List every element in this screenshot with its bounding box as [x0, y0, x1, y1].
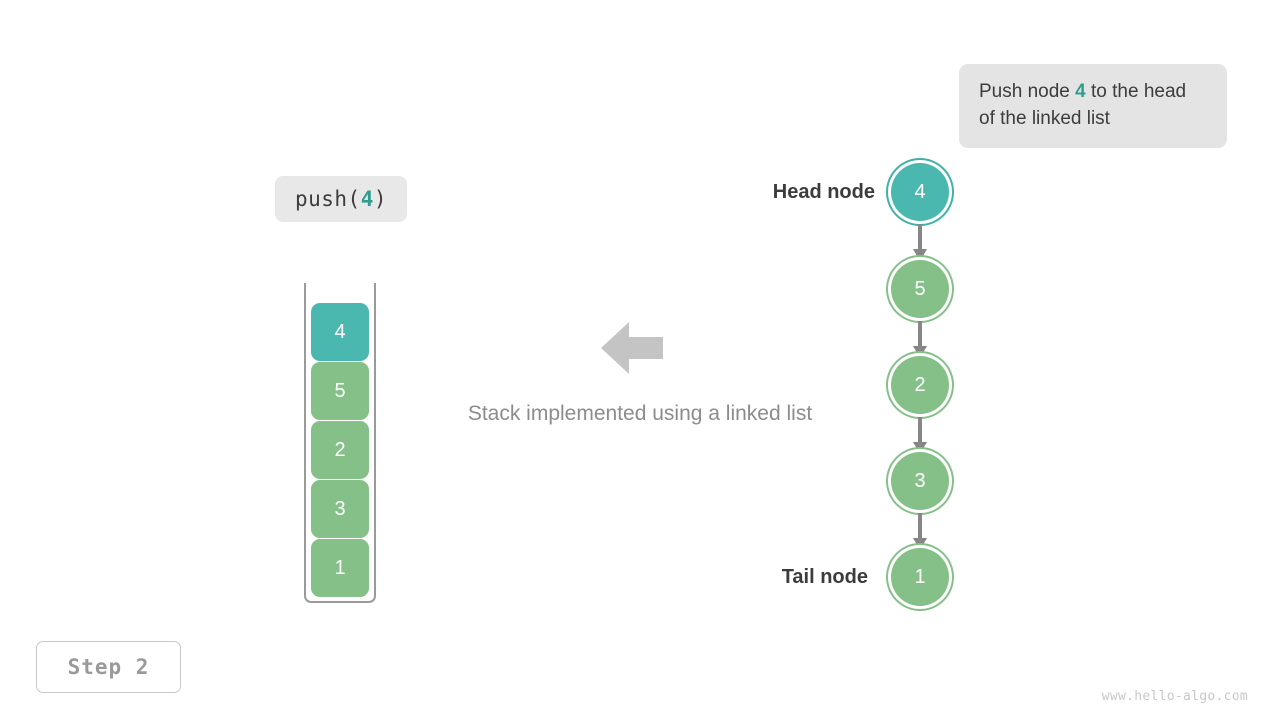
- edge-stem: [918, 224, 922, 251]
- tail-node-label: Tail node: [781, 566, 868, 588]
- edge-arrowhead: [913, 346, 927, 358]
- node-value: 2: [914, 373, 926, 396]
- stack-caption: Stack implemented using a linked list: [467, 402, 813, 425]
- callout-accent-value: 4: [1075, 81, 1086, 102]
- operation-argument: 4: [360, 187, 374, 211]
- watermark: www.hello-algo.com: [1101, 689, 1248, 704]
- step-badge: Step 2: [36, 641, 181, 693]
- node-value: 5: [914, 277, 926, 300]
- linked-list-node: 5: [891, 260, 949, 318]
- stack-cell-value: 3: [334, 497, 346, 520]
- stack-cell: 1: [311, 539, 369, 597]
- node-value: 1: [914, 565, 926, 588]
- stack-cell-value: 4: [334, 320, 346, 343]
- callout-box: Push node 4 to the head of the linked li…: [959, 64, 1227, 148]
- stack-cell: 3: [311, 480, 369, 538]
- head-node-label: Head node: [772, 181, 875, 203]
- edge-stem: [918, 321, 922, 348]
- edge-arrowhead: [913, 249, 927, 261]
- operation-suffix: ): [373, 187, 388, 211]
- edge-stem: [918, 513, 922, 540]
- linked-list-edge-arrow: [913, 417, 927, 455]
- node-value: 4: [914, 180, 926, 203]
- linked-list-node: 1: [891, 548, 949, 606]
- linked-list-edge-arrow: [913, 513, 927, 551]
- operation-prefix: push(: [294, 187, 361, 211]
- stack-cell-value: 2: [334, 438, 346, 461]
- linked-list-edge-arrow: [913, 321, 927, 359]
- linked-list-node: 4: [891, 163, 949, 221]
- linked-list-node: 2: [891, 356, 949, 414]
- stack-cell: 2: [311, 421, 369, 479]
- linked-list-node: 3: [891, 452, 949, 510]
- edge-arrowhead: [913, 442, 927, 454]
- callout-text-before: Push node: [979, 81, 1076, 102]
- stack-cell-value: 1: [334, 556, 346, 579]
- edge-stem: [918, 417, 922, 444]
- stack-cell-value: 5: [334, 379, 346, 402]
- stack-visualization: 4 5 2 3 1: [304, 283, 376, 603]
- edge-arrowhead: [913, 538, 927, 550]
- stack-cell: 4: [311, 303, 369, 361]
- linked-list-edge-arrow: [913, 224, 927, 262]
- stack-cell: 5: [311, 362, 369, 420]
- stack-cell-list: 4 5 2 3 1: [311, 303, 369, 597]
- arrow-left-icon: [601, 320, 663, 376]
- node-value: 3: [914, 469, 926, 492]
- operation-label: push(4): [275, 176, 407, 222]
- linked-list-visualization: 4 5 2 3 1: [880, 150, 964, 620]
- callout-text-after: to the head of the linked list: [979, 81, 1187, 129]
